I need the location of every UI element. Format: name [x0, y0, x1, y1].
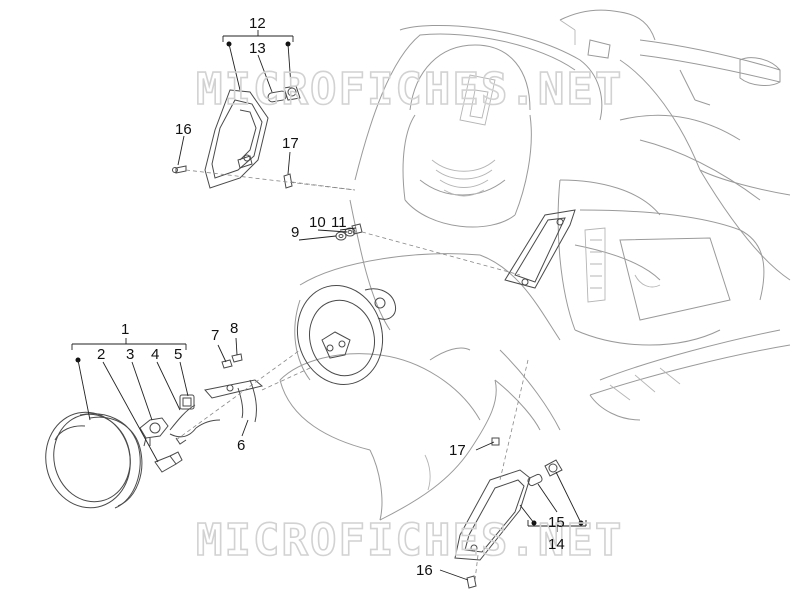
side-indicator-recess	[504, 209, 576, 289]
main-bulb-3	[139, 417, 169, 447]
headlamp-housing	[296, 284, 397, 386]
clip-17-lower	[491, 437, 500, 446]
callout-10: 10	[309, 214, 326, 231]
assembly-dashed-lines	[175, 169, 529, 581]
callout-13: 13	[249, 40, 266, 57]
callout-6: 6	[237, 437, 245, 454]
bulb-15	[527, 473, 543, 487]
clip-17-upper	[283, 173, 293, 189]
callout-2: 2	[97, 346, 105, 363]
upper-turn-signal	[204, 89, 269, 189]
wiring-4	[169, 404, 221, 445]
callout-17-lower: 17	[449, 442, 466, 459]
callout-labels: 12 13 16 17 9 10 11 1 2 3 4 5 7 8 6 17 1…	[97, 15, 565, 579]
callout-16-lower: 16	[416, 562, 433, 579]
callout-11: 11	[331, 214, 347, 231]
connector-5	[179, 394, 195, 410]
watermark-top: MICROFICHES.NET	[196, 64, 623, 115]
callout-3: 3	[126, 346, 134, 363]
callout-5: 5	[174, 346, 182, 363]
callout-leaders	[71, 30, 587, 581]
socket-14	[544, 459, 563, 477]
watermark-group: MICROFICHES.NET MICROFICHES.NET	[195, 63, 623, 567]
lower-turn-signal	[454, 469, 531, 561]
screw-16-lower	[466, 575, 477, 589]
headlight-unit	[45, 411, 143, 509]
callout-16-upper: 16	[175, 121, 192, 138]
callout-1: 1	[121, 321, 129, 338]
callout-14: 14	[548, 536, 565, 553]
callout-4: 4	[151, 346, 159, 363]
callout-7: 7	[211, 327, 219, 344]
bulb-2	[154, 451, 183, 473]
callout-12: 12	[249, 15, 266, 32]
callout-15: 15	[548, 514, 565, 531]
scooter-body-outline	[279, 9, 791, 521]
screws-7-8	[221, 353, 243, 369]
bracket-6	[204, 379, 264, 423]
callout-17-upper: 17	[282, 135, 299, 152]
watermark-bottom: MICROFICHES.NET	[196, 515, 623, 566]
callout-8: 8	[230, 320, 238, 337]
callout-9: 9	[291, 224, 299, 241]
socket-12	[283, 85, 301, 101]
screw-16-upper	[172, 165, 187, 174]
